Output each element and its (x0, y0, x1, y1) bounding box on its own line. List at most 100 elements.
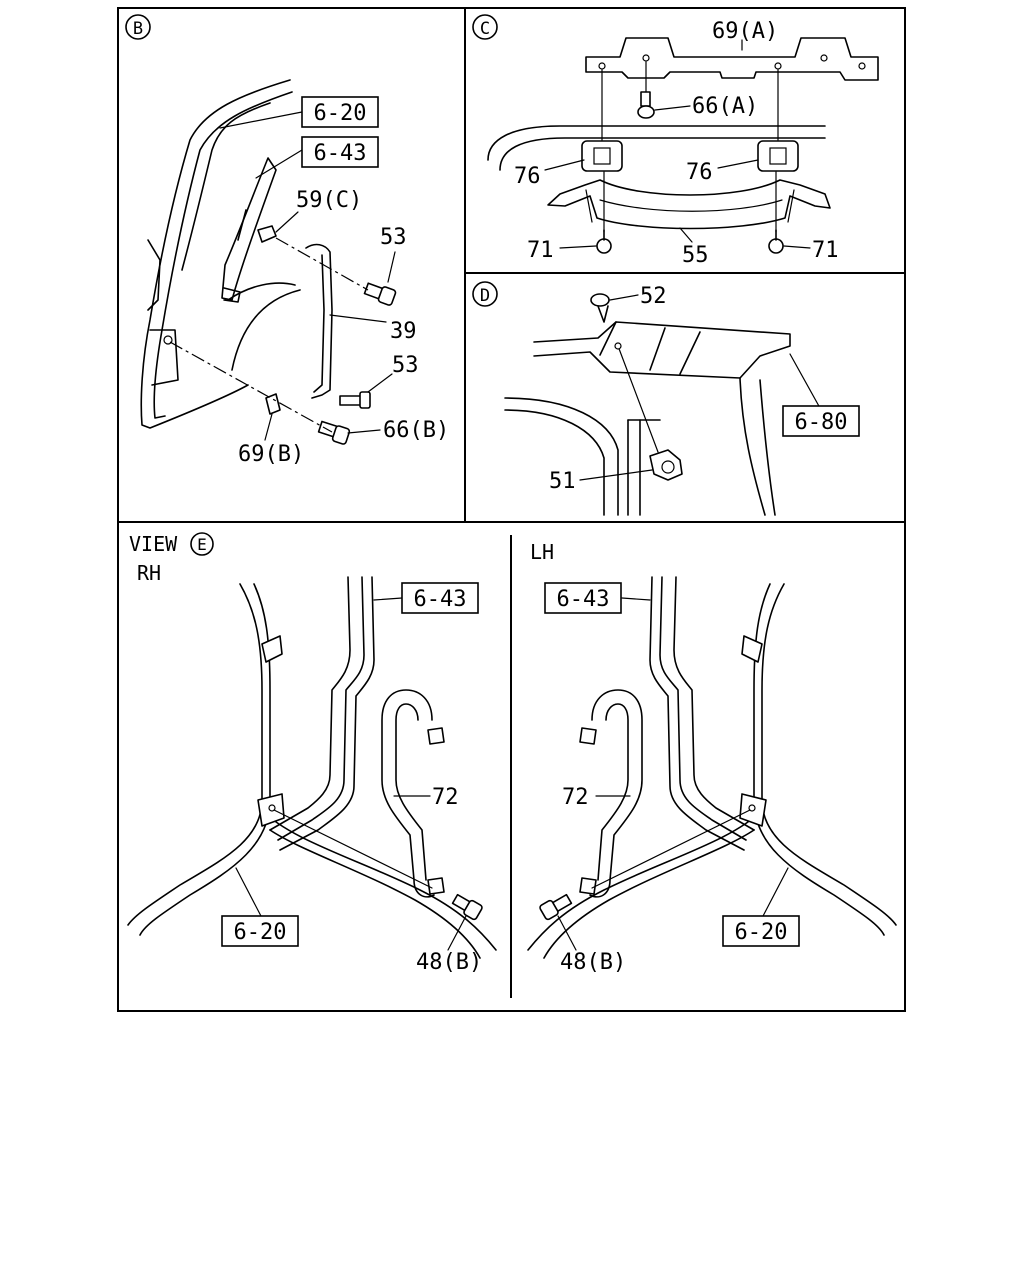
d-680-label: 6-80 (795, 410, 848, 435)
b-39-label: 39 (390, 319, 417, 344)
pillar-trim-clip (223, 287, 241, 303)
rh-48b-head (463, 899, 483, 921)
c-71-left-label: 71 (527, 238, 554, 263)
outer-frame (117, 7, 906, 1012)
leader-b-620 (219, 111, 303, 129)
pad-76-right-slot (769, 147, 787, 165)
view-d-marker-circle (472, 281, 498, 307)
part-53-bottom-bolt (339, 391, 371, 409)
lh-label: LH (530, 540, 554, 564)
view-e-panel: VIEW E RH LH (127, 532, 897, 975)
view-b-panel: B (125, 14, 449, 467)
b-dash-clip-to-bolt (275, 237, 369, 291)
leader-c-66a (654, 105, 691, 111)
wheel-arch-upper (227, 282, 296, 301)
part-71-right-screw (768, 229, 784, 254)
screw-71-right-head (768, 238, 784, 254)
rh-620-label: 6-20 (234, 920, 287, 945)
lh-72-label: 72 (562, 785, 589, 810)
rh-72-top-mount (427, 727, 445, 745)
roof-panel (487, 125, 826, 171)
view-b-marker-circle (125, 14, 151, 40)
rh-48b-label: 48(B) (416, 950, 482, 975)
view-c-marker-letter: C (480, 19, 490, 39)
lh-620-label: 6-20 (735, 920, 788, 945)
hinge-bracket (147, 239, 161, 311)
rh-assembly-line (273, 809, 433, 889)
leader-d-51 (579, 469, 653, 481)
view-c-labels: 69(A) 66(A) 76 76 71 55 71 (514, 19, 839, 268)
wheel-arch-lower (231, 289, 301, 371)
view-e-marker-circle (190, 532, 214, 556)
grip-55-body (547, 179, 831, 230)
rh-643-line-1 (269, 576, 351, 831)
leader-b-59c (275, 211, 299, 233)
part-66b-bolt (317, 420, 351, 445)
part-69b-nut (265, 393, 281, 415)
leader-rh-643 (373, 597, 403, 601)
lh-72-bottom-mount (579, 877, 597, 895)
lh-643-label: 6-43 (557, 587, 610, 612)
lh-643-box (544, 582, 622, 614)
rh-643-line-2 (277, 576, 365, 841)
view-b-assembly-lines (169, 237, 369, 433)
lh-assembly-line (591, 809, 751, 889)
view-d-labels: 52 6-80 51 (549, 284, 860, 494)
view-e-label: VIEW (129, 532, 178, 556)
roof-rail-lower (533, 351, 741, 379)
pad-76-left-slot (593, 147, 611, 165)
clip-51-center (661, 460, 675, 474)
door-opening-inner (504, 409, 605, 516)
lh-643-line-1 (673, 576, 755, 831)
pillar-trim (221, 157, 277, 303)
screw-52-thread (597, 305, 609, 323)
lh-72-inner (597, 703, 629, 881)
lh-brackets (739, 635, 767, 827)
leader-b-643 (255, 149, 303, 179)
bracket-69a-hole-right (774, 62, 782, 70)
roof-line-inner (499, 137, 826, 171)
view-d-panel: D (472, 281, 860, 516)
d-line-hole-to-clip (617, 345, 659, 453)
rh-620-outer-1 (127, 583, 263, 926)
rh-643-line-3 (279, 576, 375, 851)
lh-620-box (722, 915, 800, 947)
b-643-box (301, 136, 379, 168)
part-55-assist-grip (547, 179, 831, 230)
view-c-marker-circle (472, 14, 498, 40)
d-52-label: 52 (640, 284, 667, 309)
roof-rail-rib-2 (679, 331, 701, 375)
pad-76-right-body (757, 140, 799, 172)
rh-620-box (221, 915, 299, 947)
c-55-label: 55 (682, 243, 709, 268)
leader-lh-620 (761, 867, 789, 919)
bracket-69a-hole-end (858, 62, 866, 70)
b-59c-label: 59(C) (296, 188, 362, 213)
rh-72-inner (395, 703, 427, 881)
lh-pillar-620 (527, 583, 897, 959)
part-59c-clip (257, 225, 277, 243)
rh-part-48b-bolt (451, 893, 483, 921)
c-71-right-label: 71 (812, 238, 839, 263)
screw-71-left-head (596, 238, 612, 254)
leader-b-53-top (387, 251, 396, 283)
d-680-box (782, 405, 860, 437)
b-620-box (301, 96, 379, 128)
lh-72-top-mount (579, 727, 597, 745)
part-76-right-pad (757, 140, 799, 172)
view-e-heading: VIEW E RH LH (129, 532, 554, 585)
b-620-label: 6-20 (314, 101, 367, 126)
bracket-69a-body (585, 37, 879, 81)
b-69b-label: 69(B) (238, 442, 304, 467)
view-e-marker-letter: E (197, 535, 207, 554)
lh-part-48b-bolt (539, 893, 573, 921)
c-69a-label: 69(A) (712, 19, 778, 44)
rear-door-frame (140, 79, 301, 429)
view-b-labels: 6-20 6-43 59(C) 53 39 53 66(B) 69(B) (238, 96, 449, 467)
grip-55-right-end (787, 189, 795, 223)
d-hole (614, 342, 622, 350)
part-71-left-screw (596, 229, 612, 254)
roof-line-outer (487, 125, 826, 161)
bracket-69a-hole-center (642, 54, 650, 62)
